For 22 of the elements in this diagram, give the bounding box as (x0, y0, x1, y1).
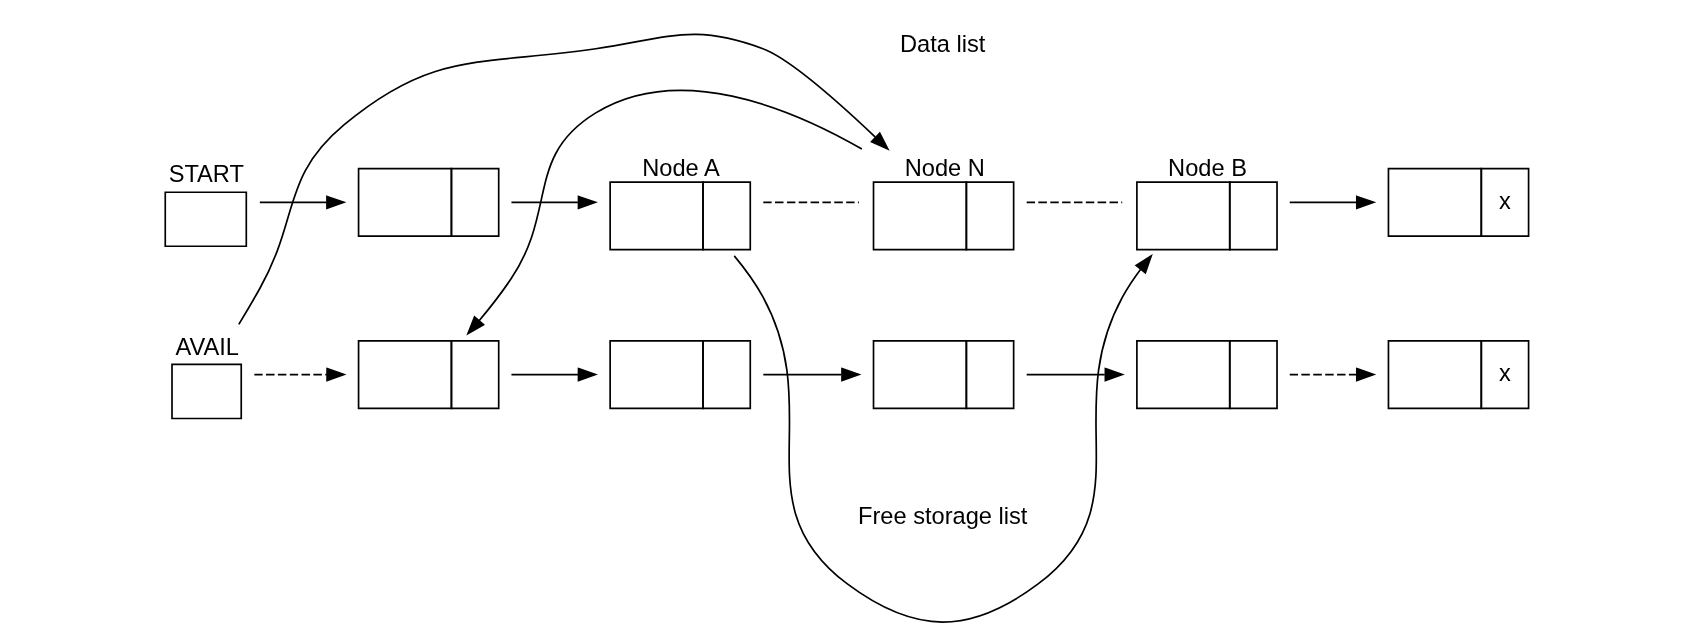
node-label: AVAIL (175, 333, 239, 360)
arrow (237, 33, 890, 326)
connector (1025, 201, 1124, 204)
node-label: Node A (642, 154, 720, 181)
arrow (510, 367, 598, 382)
arrow (510, 195, 598, 210)
arrow (762, 367, 862, 382)
arrow (1025, 367, 1125, 382)
node-label: Node N (904, 154, 985, 181)
node-box (164, 191, 248, 248)
arrow (466, 89, 863, 336)
node-box (171, 363, 243, 420)
node-label: START (168, 161, 244, 188)
label: Data list (900, 30, 986, 57)
node-label: Node B (1168, 154, 1247, 181)
arrow (1288, 195, 1377, 210)
arrow (733, 253, 1153, 623)
arrow (253, 367, 347, 382)
arrow (259, 195, 347, 210)
arrow (1288, 367, 1377, 382)
connector (762, 201, 860, 204)
label: Free storage list (858, 503, 1028, 530)
